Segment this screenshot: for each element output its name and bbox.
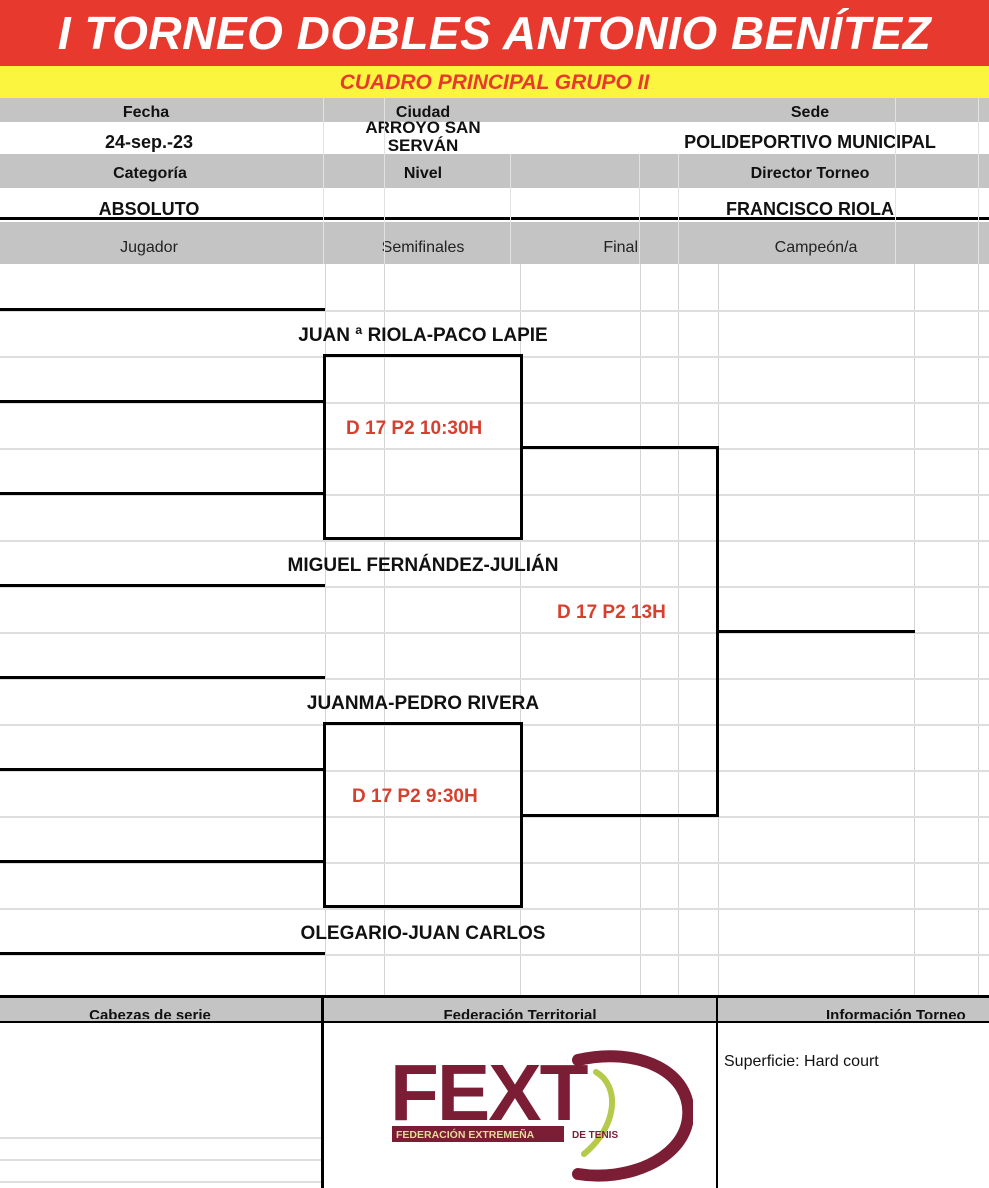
col-jugador: Jugador: [120, 239, 178, 256]
grid-vline: [914, 264, 915, 995]
fext-logo: FEXT FEDERACIÓN EXTREMEÑA DE TENIS: [388, 1042, 695, 1182]
ciudad-value: ARROYO SAN SERVÁN: [365, 119, 481, 153]
grid-vline: [384, 264, 385, 995]
info-labels-band-1: [0, 98, 989, 122]
info-divider: [0, 217, 989, 220]
grid-hline: [0, 770, 989, 772]
sede-label: Sede: [790, 104, 830, 121]
col-semifinales: Semifinales: [381, 239, 465, 256]
semi1-schedule: D 17 P2 10:30H: [346, 418, 483, 439]
grid-hline: [0, 402, 989, 404]
semi2-schedule: D 17 P2 9:30H: [352, 786, 478, 807]
grid-hline: [0, 954, 989, 956]
team-4: OLEGARIO-JUAN CARLOS: [300, 923, 546, 944]
grid-hline: [0, 862, 989, 864]
grid-hline: [0, 494, 989, 496]
info-labels-band-2: [0, 154, 989, 188]
grid-hline: [0, 908, 989, 910]
grid-hline: [0, 448, 989, 450]
final-schedule: D 17 P2 13H: [557, 602, 666, 623]
team-3: JUANMA-PEDRO RIVERA: [306, 693, 540, 714]
fext-band-text: FEDERACIÓN EXTREMEÑA: [396, 1128, 535, 1141]
grid-vline: [640, 264, 641, 995]
fecha-label: Fecha: [122, 104, 170, 121]
ciudad-label: Ciudad: [395, 104, 451, 121]
grid-hline: [0, 356, 989, 358]
grid-vline: [978, 264, 979, 995]
fext-tail-text: DE TENIS: [572, 1130, 618, 1141]
grid-hline: [0, 678, 989, 680]
col-campeon: Campeón/a: [774, 239, 858, 256]
grid-hline: [0, 632, 989, 634]
surface-info: Superficie: Hard court: [724, 1053, 879, 1070]
team-2: MIGUEL FERNÁNDEZ-JULIÁN: [287, 555, 559, 576]
tournament-title: I TORNEO DOBLES ANTONIO BENÍTEZ: [0, 0, 989, 66]
federation-label: Federación Territorial: [443, 1007, 597, 1019]
columns-band: [0, 222, 989, 264]
director-label: Director Torneo: [750, 165, 870, 182]
grid-vline: [520, 264, 521, 995]
grid-hline: [0, 586, 989, 588]
director-value: FRANCISCO RIOLA: [726, 199, 894, 219]
grid-vline: [325, 264, 326, 995]
info-label: Información Torneo: [826, 1007, 966, 1019]
fext-logo-graphic: FEXT FEDERACIÓN EXTREMEÑA DE TENIS: [390, 1048, 695, 1182]
team-1: JUAN ª RIOLA-PACO LAPIE: [298, 325, 548, 346]
grid-hline: [0, 310, 989, 312]
nivel-label: Nivel: [403, 165, 443, 182]
categoria-value: ABSOLUTO: [98, 199, 200, 219]
seeds-label: Cabezas de serie: [89, 1007, 211, 1019]
col-final: Final: [603, 239, 638, 256]
footer-band: [0, 997, 989, 1021]
draw-subtitle: CUADRO PRINCIPAL GRUPO II: [0, 66, 989, 98]
grid-vline: [678, 264, 679, 995]
categoria-label: Categoría: [113, 165, 187, 182]
fecha-value: 24-sep.-23: [104, 132, 194, 152]
grid-hline: [0, 816, 989, 818]
fext-letters: FEXT: [390, 1048, 589, 1137]
grid-hline: [0, 724, 989, 726]
grid-hline: [0, 540, 989, 542]
sede-value: POLIDEPORTIVO MUNICIPAL: [684, 132, 936, 152]
